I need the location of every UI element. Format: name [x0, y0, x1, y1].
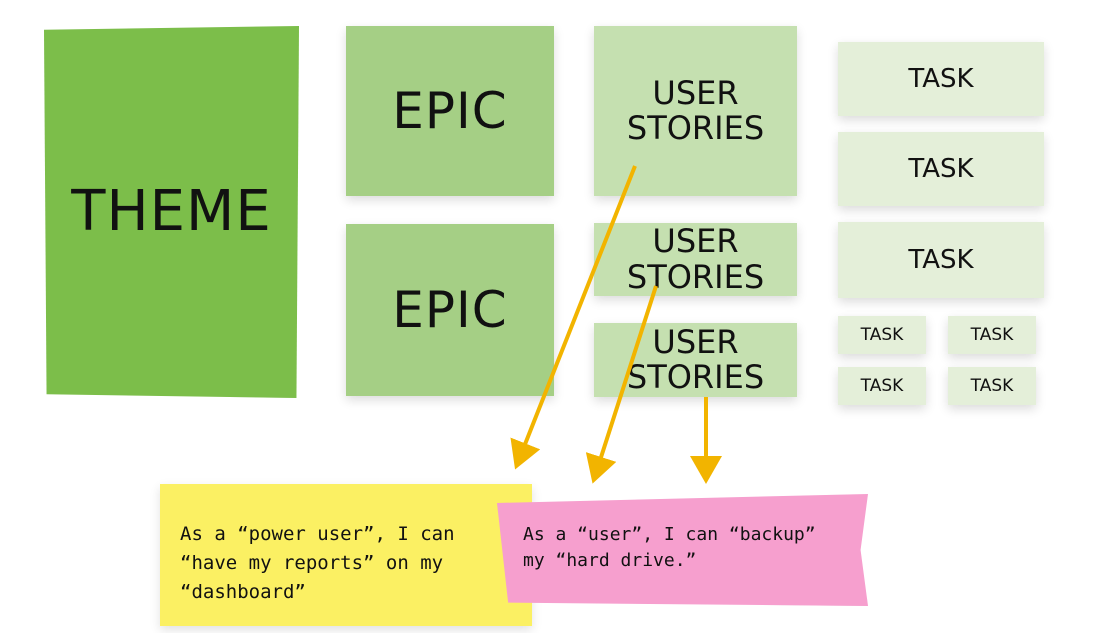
user-story-card: As a “user”, I can “backup” my “hard dri… — [497, 494, 868, 606]
epic-note: EPIC — [346, 224, 554, 396]
story-card-line: As a “power user”, I can — [180, 523, 455, 545]
epic-note: EPIC — [346, 26, 554, 196]
task-note: TASK — [838, 132, 1044, 206]
user-story-label-line: STORIES — [626, 257, 765, 296]
story-card-line: As a “user”, I can “backup” — [523, 524, 816, 545]
task-note: TASK — [838, 42, 1044, 116]
theme-note: THEME — [44, 26, 299, 398]
user-story-note: USER STORIES — [594, 223, 797, 296]
task-note-small: TASK — [948, 316, 1036, 354]
story-card-line: “dashboard” — [180, 581, 306, 603]
theme-label: THEME — [71, 179, 272, 245]
task-note-small: TASK — [838, 367, 926, 405]
story-card-line: “have my reports” on my — [180, 552, 444, 574]
task-label: TASK — [970, 324, 1014, 345]
user-story-label-line: USER — [652, 322, 739, 361]
user-story-note: USER STORIES — [594, 323, 797, 397]
user-story-label-line: STORIES — [626, 358, 765, 396]
task-label: TASK — [908, 244, 974, 275]
task-label: TASK — [970, 375, 1014, 396]
task-note-small: TASK — [838, 316, 926, 354]
task-label: TASK — [908, 153, 974, 184]
story-card-line: my “hard drive.” — [523, 550, 697, 571]
power-user-story-card: As a “power user”, I can “have my report… — [160, 484, 532, 626]
task-note-small: TASK — [948, 367, 1036, 405]
task-note: TASK — [838, 222, 1044, 298]
arrow-story2-to-pink-card — [585, 285, 658, 484]
arrow-story1-to-yellow-card — [510, 165, 637, 470]
user-story-label-line: STORIES — [626, 109, 765, 147]
user-story-label-line: USER — [652, 73, 739, 112]
task-label: TASK — [860, 324, 904, 345]
epic-label: EPIC — [392, 81, 508, 140]
task-label: TASK — [908, 63, 974, 94]
task-label: TASK — [860, 375, 904, 396]
epic-label: EPIC — [392, 280, 508, 339]
user-story-note: USER STORIES — [594, 26, 797, 196]
user-story-label-line: USER — [652, 222, 739, 261]
